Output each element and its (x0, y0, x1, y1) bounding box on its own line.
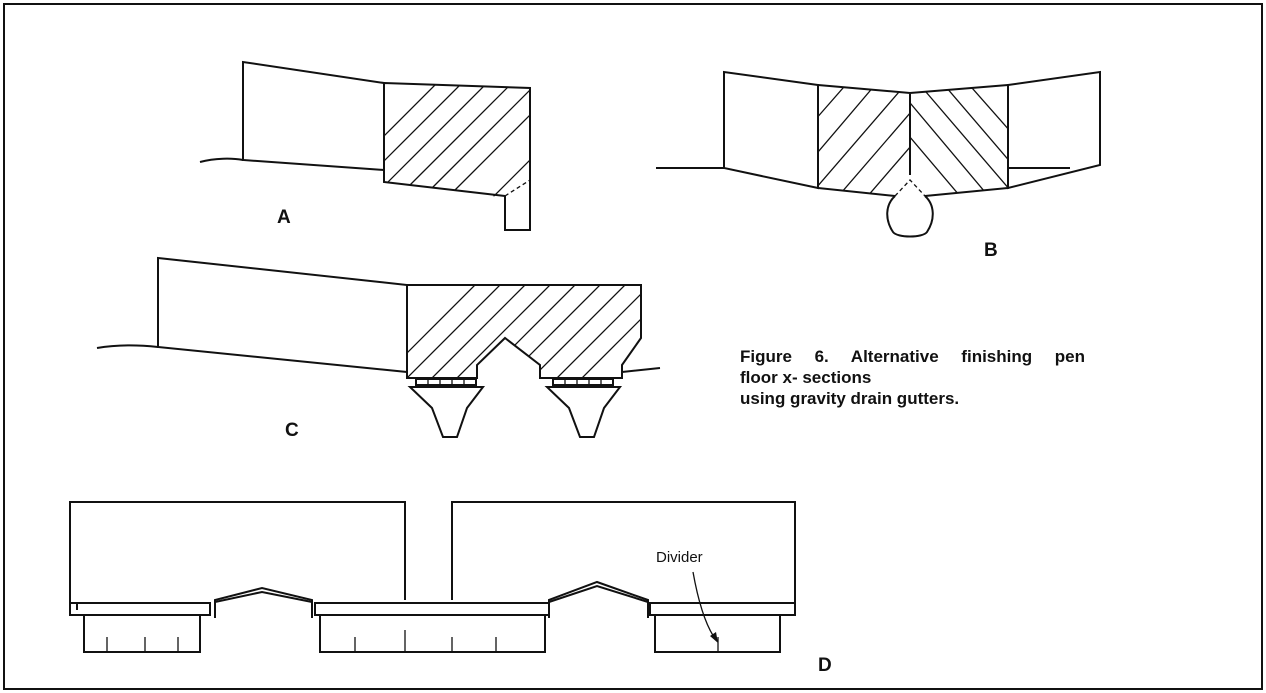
section-b-gutter-dashed (894, 179, 926, 197)
section-d-right-pen (451, 501, 796, 615)
section-d-hump-1 (214, 586, 313, 618)
section-b (656, 70, 1101, 238)
section-c-grate-bars (427, 379, 602, 385)
caption-line-1: Figure 6. Alternative finishing pen (740, 347, 1085, 366)
section-a (199, 60, 531, 231)
divider-pointer-arrowhead (710, 632, 718, 643)
section-c-gutter-left (407, 386, 486, 438)
section-a-ground-line (199, 157, 244, 163)
section-b-left-block (723, 70, 819, 190)
section-c-gutter-right (544, 386, 623, 438)
section-d-gutter-2 (319, 615, 546, 653)
section-a-gutter-dashed (504, 179, 531, 197)
section-a-slab (383, 82, 531, 198)
section-d-hump-2 (548, 580, 649, 618)
section-c-ground-line (96, 344, 159, 349)
section-d-gutter-1 (83, 615, 201, 653)
section-b-hatch-right (910, 85, 1008, 197)
divider-pointer-line (692, 571, 717, 641)
figure-caption: Figure 6. Alternative finishing pen floo… (740, 346, 1085, 409)
section-d-plank-1 (69, 602, 211, 616)
section-d-hump-1-inner (214, 590, 313, 603)
section-d (69, 501, 796, 653)
section-d-plank-3 (649, 602, 796, 616)
section-c-hatch (407, 285, 641, 378)
caption-line-3: using gravity drain gutters. (740, 389, 960, 408)
section-a-label: A (277, 207, 291, 228)
divider-label: Divider (656, 549, 703, 566)
section-c-grate-right (552, 378, 614, 386)
caption-line-2: floor x- sections (740, 368, 872, 387)
section-d-plank-2 (314, 602, 550, 616)
section-d-hump-2-inner (548, 584, 649, 603)
section-d-label: D (818, 655, 832, 676)
section-a-gutter (504, 196, 531, 231)
section-a-hatch (384, 84, 530, 201)
section-c-label: C (285, 420, 299, 441)
section-c-floor-block (157, 256, 408, 374)
outer-border (3, 3, 1263, 690)
section-d-dividers (106, 630, 719, 652)
section-d-left-pen (69, 501, 406, 615)
section-b-right-block (1007, 70, 1101, 190)
section-c-slab (406, 284, 661, 379)
section-b-hatch-left (818, 85, 910, 197)
section-b-round-gutter (886, 195, 934, 238)
section-a-floor-block (242, 60, 385, 172)
section-b-label: B (984, 240, 998, 261)
section-c (96, 256, 661, 438)
section-c-grate-left (415, 378, 477, 386)
section-b-slabs (817, 84, 1009, 197)
